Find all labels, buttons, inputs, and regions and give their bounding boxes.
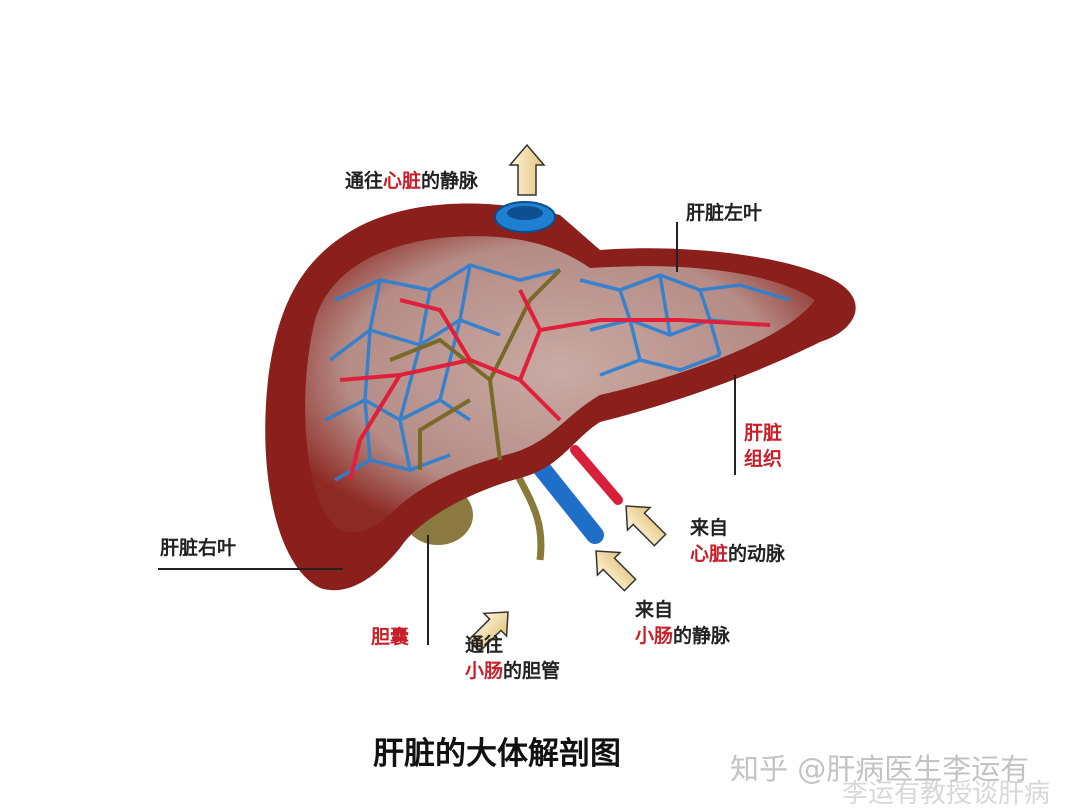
label-part: 的静脉 <box>673 625 731 647</box>
label-part: 组织 <box>744 448 783 470</box>
vein-network <box>324 263 791 482</box>
label-right-lobe: 肝脏右叶 <box>160 537 237 559</box>
watermark-line1: 知乎 @肝病医生李运有 <box>730 752 1030 786</box>
label-part: 肝脏 <box>744 422 783 444</box>
label-part: 小肠 <box>465 660 504 682</box>
label-gallbladder: 胆囊 <box>371 626 410 648</box>
arrow-up-icon <box>508 143 546 196</box>
watermark-line2: 李运有教授谈肝病 <box>842 779 1051 809</box>
label-artery-from-heart: 来自 心脏的动脉 <box>690 515 785 567</box>
label-part: 心脏 <box>690 543 729 565</box>
label-part: 的动脉 <box>728 543 786 565</box>
arrow-artery-icon <box>625 505 667 547</box>
arrow-bile-icon <box>467 611 509 653</box>
label-vein-from-intestine: 来自 小肠的静脉 <box>635 597 730 649</box>
leader-right-lobe <box>158 568 343 570</box>
label-part: 的胆管 <box>503 660 561 682</box>
label-bile-duct: 通往 小肠的胆管 <box>465 632 560 684</box>
label-part: 来自 <box>690 517 729 539</box>
artery-branches <box>339 289 771 481</box>
leader-gallbladder <box>427 535 429 645</box>
hepatic-artery <box>570 445 623 505</box>
label-part: 通往 <box>345 170 384 192</box>
arrow-portal-icon <box>595 550 637 592</box>
portal-vein <box>526 451 604 544</box>
label-part: 心脏 <box>383 170 422 192</box>
label-liver-tissue: 肝脏 组织 <box>744 420 782 472</box>
label-part: 小肠 <box>635 625 674 647</box>
label-part: 的静脉 <box>421 170 479 192</box>
label-part: 通往 <box>465 634 504 656</box>
label-left-lobe: 肝脏左叶 <box>686 202 763 224</box>
label-vein-to-heart: 通往心脏的静脉 <box>345 168 478 194</box>
leader-left-lobe <box>676 222 678 272</box>
leader-tissue <box>734 375 736 475</box>
bile-duct <box>511 468 545 561</box>
label-part: 来自 <box>635 599 674 621</box>
diagram-caption: 肝脏的大体解剖图 <box>373 736 621 772</box>
